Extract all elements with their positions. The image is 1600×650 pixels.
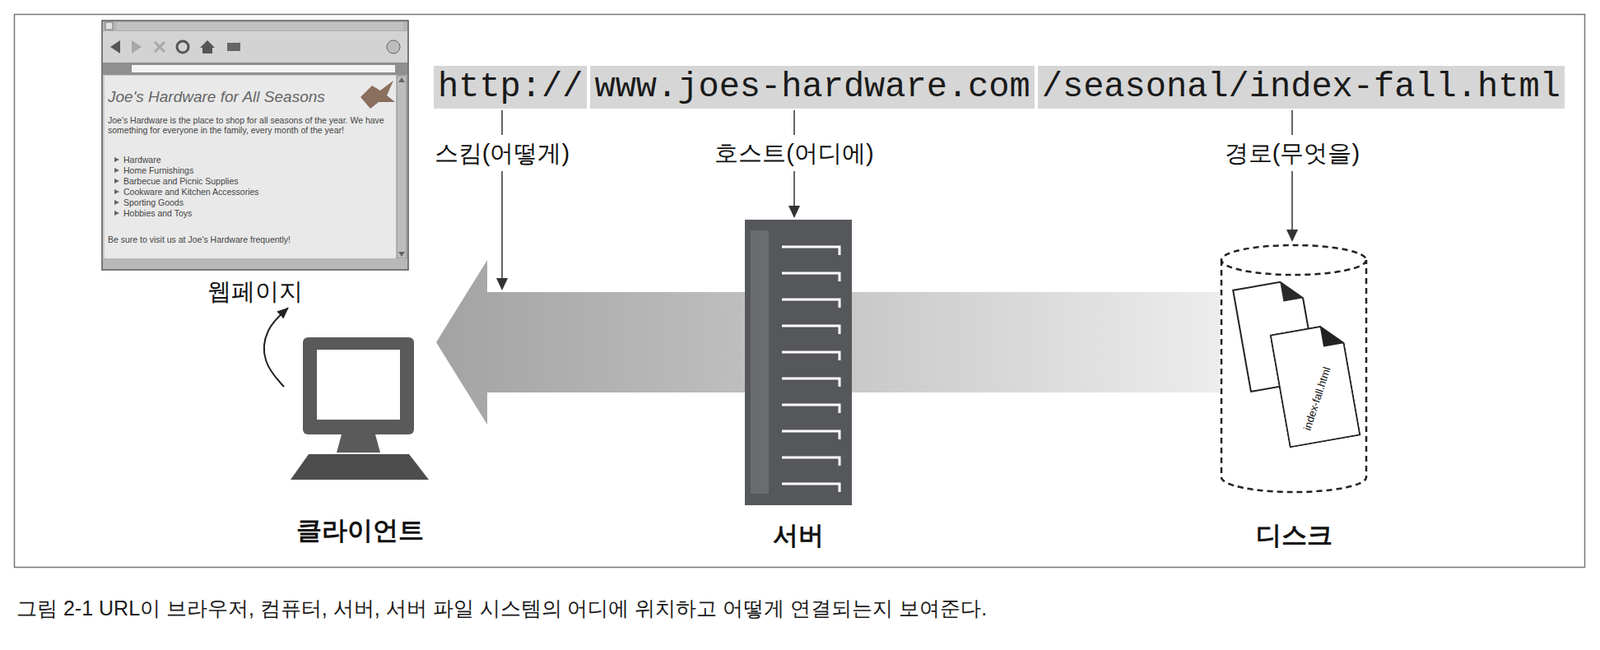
bullet xyxy=(114,178,120,184)
node-label: 클라이언트 xyxy=(296,516,424,546)
annotation-label: 호스트(어디에) xyxy=(714,139,874,168)
annotation-label: 경로(무엇을) xyxy=(1224,139,1360,168)
browser-screenshot xyxy=(102,20,409,270)
leader-arrow-head xyxy=(496,278,508,291)
screenshot-list-item: Sporting Goods xyxy=(123,197,184,208)
node-label: 디스크 xyxy=(1255,520,1333,551)
document-page xyxy=(1270,323,1361,448)
screenshot-footer: Be sure to visit us at Joe's Hardware fr… xyxy=(107,234,291,245)
screenshot-list-item: Barbecue and Picnic Supplies xyxy=(123,176,239,187)
disk-node: 디스크 index-fall.html xyxy=(1219,245,1368,551)
close-box xyxy=(105,22,113,30)
stop-icon xyxy=(154,41,165,52)
screenshot-list-item: Cookware and Kitchen Accessories xyxy=(123,186,260,197)
client-node: 클라이언트 xyxy=(283,333,437,546)
node-label: 서버 xyxy=(772,520,824,551)
server-body xyxy=(744,219,852,506)
address-bar xyxy=(102,62,408,75)
curved-arrow xyxy=(264,307,289,387)
scroll-arrow xyxy=(398,251,405,257)
flow-band-arrow xyxy=(851,292,1220,393)
server-node: 서버 xyxy=(744,219,852,551)
monitor-base xyxy=(290,454,429,480)
server-slots xyxy=(781,246,840,493)
url-scheme-box: http:// xyxy=(433,65,587,109)
throbber-icon xyxy=(386,40,400,54)
server-icon xyxy=(744,219,852,506)
disk-body xyxy=(1221,260,1367,493)
back-icon xyxy=(110,40,121,54)
monitor-screen xyxy=(316,349,400,420)
leader-arrow-line xyxy=(502,171,1293,280)
figure-frame xyxy=(14,14,1586,568)
node-label: 웹페이지 xyxy=(207,278,303,306)
address-field xyxy=(131,65,396,73)
bullet xyxy=(114,167,120,173)
browser-window xyxy=(102,20,409,270)
title-stripes xyxy=(116,23,404,29)
document-fold xyxy=(1320,323,1345,348)
leaf-logo xyxy=(360,80,396,109)
home-icon xyxy=(200,40,215,54)
screenshot-list-item: Home Furnishings xyxy=(123,165,194,176)
reload-icon xyxy=(176,41,189,53)
bullet xyxy=(114,210,120,216)
url-part-text: /seasonal/index-fall.html xyxy=(1041,67,1561,107)
server-strip xyxy=(750,230,769,494)
bullet xyxy=(114,200,120,205)
url-part-text: http:// xyxy=(437,67,583,107)
leader-arrow-head xyxy=(1286,229,1298,242)
scroll-arrow xyxy=(398,77,405,83)
url-path-box: /seasonal/index-fall.html xyxy=(1037,65,1565,109)
title-bar xyxy=(102,21,408,32)
screenshot-heading: Joe's Hardware for All Seasons xyxy=(107,88,326,107)
disk-icon xyxy=(1221,245,1367,493)
scrollbar xyxy=(396,75,407,259)
document-fold xyxy=(1279,279,1303,303)
forward-icon xyxy=(131,40,142,54)
annotation-leaders xyxy=(496,110,1298,291)
leader-arrow-head xyxy=(788,205,800,219)
disk-top xyxy=(1221,245,1367,275)
annotation-label: 스킴(어떻게) xyxy=(434,139,570,168)
leader-tick xyxy=(502,110,1293,135)
url-part-text: www.joes-hardware.com xyxy=(594,67,1030,107)
flow-band-arrow xyxy=(436,260,745,425)
page-content xyxy=(104,75,397,259)
status-bar xyxy=(102,258,408,270)
monitor-body xyxy=(302,337,414,435)
file-document: index-fall.html xyxy=(1269,321,1362,448)
bullet xyxy=(114,189,120,195)
monitor-neck xyxy=(336,434,381,453)
monitor-icon xyxy=(290,337,429,480)
figure-caption: 그림 2-1 URL이 브라우저, 컴퓨터, 서버, 서버 파일 시스템의 어디… xyxy=(16,595,987,621)
screenshot-list-item: Hobbies and Toys xyxy=(123,208,192,219)
list-bullets xyxy=(114,157,120,216)
url-host-box: www.joes-hardware.com xyxy=(590,65,1034,109)
screenshot-paragraph: Joe's Hardware is the place to shop for … xyxy=(107,115,392,135)
toolbar xyxy=(102,31,408,63)
screenshot-list-item: Hardware xyxy=(123,154,162,165)
bullet xyxy=(114,157,120,163)
print-icon xyxy=(227,42,241,52)
